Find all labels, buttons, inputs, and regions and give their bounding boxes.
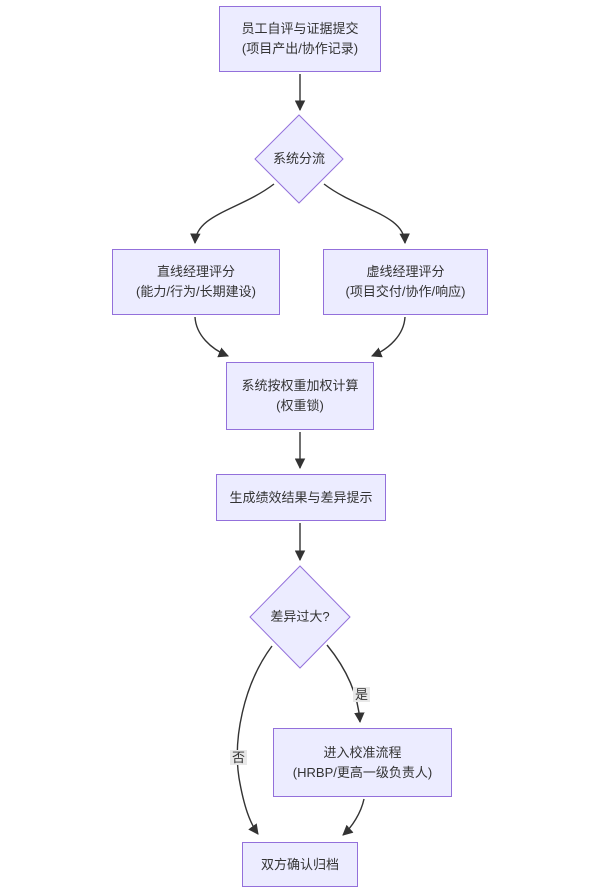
edge-line-manager-to-weighted-calc	[194, 316, 229, 358]
edge-gap-check-to-confirm-archive	[236, 645, 273, 835]
node-dotted-manager-line2: (项目交付/协作/响应)	[345, 284, 466, 299]
node-weighted-calc-line2: (权重锁)	[276, 398, 324, 413]
node-gap-check-label: 差异过大?	[270, 609, 330, 624]
node-weighted-calc: 系统按权重加权计算 (权重锁)	[226, 362, 374, 430]
node-generate-result-line1: 生成绩效结果与差异提示	[229, 489, 373, 505]
node-confirm-archive: 双方确认归档	[242, 842, 358, 887]
node-line-manager-line2: (能力/行为/长期建设)	[136, 284, 256, 299]
node-self-review: 员工自评与证据提交 (项目产出/协作记录)	[219, 6, 381, 72]
edge-label-no: 否	[230, 750, 248, 765]
node-gap-check-diamond	[249, 565, 351, 669]
node-calibration-line1: 进入校准流程	[323, 744, 402, 760]
node-self-review-line1: 员工自评与证据提交	[241, 21, 359, 36]
node-system-split-label: 系统分流	[272, 151, 325, 166]
node-dotted-manager-line1: 虚线经理评分	[366, 264, 445, 279]
node-dotted-manager: 虚线经理评分 (项目交付/协作/响应)	[323, 249, 488, 315]
edge-gap-check-to-calibration	[326, 644, 365, 724]
node-confirm-archive-line1: 双方确认归档	[260, 856, 339, 872]
edge-split-to-line-manager	[190, 183, 275, 245]
node-weighted-calc-line1: 系统按权重加权计算	[241, 378, 359, 393]
edge-calibration-to-confirm-archive	[342, 798, 365, 836]
node-line-manager-line1: 直线经理评分	[156, 264, 235, 279]
node-system-split-diamond	[254, 114, 344, 204]
node-calibration-line2: (HRBP/更高一级负责人)	[292, 764, 433, 780]
node-calibration: 进入校准流程 (HRBP/更高一级负责人)	[273, 728, 452, 797]
node-line-manager: 直线经理评分 (能力/行为/长期建设)	[112, 249, 280, 315]
edge-dotted-manager-to-weighted-calc	[371, 316, 406, 358]
node-self-review-line2: (项目产出/协作记录)	[241, 41, 359, 56]
edge-split-to-dotted-manager	[323, 183, 410, 245]
node-generate-result: 生成绩效结果与差异提示	[216, 474, 386, 521]
edge-label-yes: 是	[353, 687, 371, 702]
